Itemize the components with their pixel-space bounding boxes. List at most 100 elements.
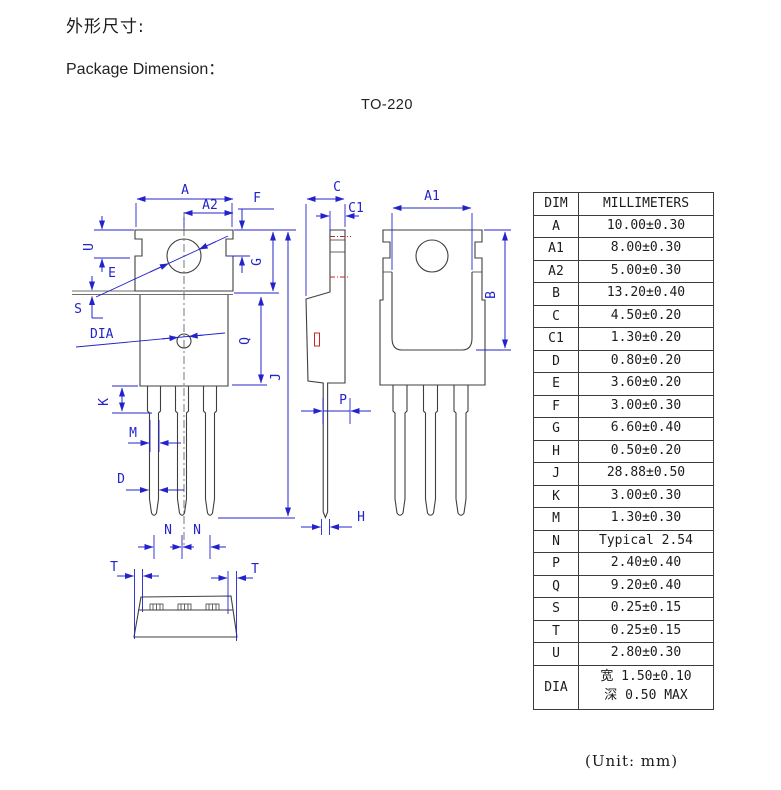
value-cell: 8.00±0.30 [578, 237, 714, 261]
dim-cell: J [533, 462, 579, 486]
dim-label-e: E [108, 266, 116, 281]
dim-label-d: D [117, 472, 125, 487]
value-cell: 13.20±0.40 [578, 282, 714, 306]
value-cell: 9.20±0.40 [578, 574, 714, 598]
dim-label-a1: A1 [424, 189, 440, 204]
value-cell: 10.00±0.30 [578, 214, 714, 238]
dim-cell: A2 [533, 259, 579, 283]
value-cell: 0.25±0.15 [578, 619, 714, 643]
dim-cell: C [533, 304, 579, 328]
table-header-row: DIM MILLIMETERS [533, 192, 714, 216]
dim-label-h: H [357, 510, 365, 525]
front-view: A A2 F U E G [72, 183, 296, 559]
dim-label-p: P [339, 393, 347, 408]
dim-cell: Q [533, 574, 579, 598]
package-name: TO-220 [361, 97, 413, 113]
dim-label-k: K [97, 398, 112, 406]
value-cell: 1.30±0.30 [578, 507, 714, 531]
dim-label-t2: T [251, 562, 259, 577]
value-cell: 28.88±0.50 [578, 462, 714, 486]
value-cell: 1.30±0.20 [578, 327, 714, 351]
dim-cell: A1 [533, 237, 579, 261]
value-cell: 6.60±0.40 [578, 417, 714, 441]
value-cell: 0.25±0.15 [578, 597, 714, 621]
dim-label-dia: DIA [90, 327, 114, 342]
dim-cell: C1 [533, 327, 579, 351]
dim-cell: B [533, 282, 579, 306]
value-cell: Typical 2.54 [578, 529, 714, 553]
dim-cell: DIA [533, 664, 579, 710]
dim-label-u: U [82, 243, 97, 251]
dim-label-j: J [269, 373, 284, 381]
dim-cell: G [533, 417, 579, 441]
value-cell: 0.50±0.20 [578, 439, 714, 463]
dim-label-q: Q [238, 337, 253, 345]
dim-label-f: F [253, 191, 261, 206]
col-header-dim: DIM [533, 192, 579, 216]
back-view: A1 B [379, 189, 511, 516]
dim-label-a2: A2 [202, 198, 218, 213]
dim-cell: A [533, 214, 579, 238]
value-cell: 3.00±0.30 [578, 394, 714, 418]
dim-cell: P [533, 552, 579, 576]
page-title-chinese: 外形尺寸: [66, 17, 145, 37]
value-cell: 0.80±0.20 [578, 349, 714, 373]
dim-label-a: A [181, 183, 189, 198]
dim-cell: K [533, 484, 579, 508]
dim-cell: N [533, 529, 579, 553]
dim-cell: E [533, 372, 579, 396]
value-cell: 3.00±0.30 [578, 484, 714, 508]
unit-note: (Unit: mm) [585, 752, 679, 770]
value-cell: 宽 1.50±0.10 深 0.50 MAX [578, 664, 714, 710]
value-cell: 2.80±0.30 [578, 642, 714, 666]
value-cell: 5.00±0.30 [578, 259, 714, 283]
dim-cell: S [533, 597, 579, 621]
page-title-english: Package Dimension： [66, 61, 225, 78]
dim-cell: T [533, 619, 579, 643]
value-cell: 2.40±0.40 [578, 552, 714, 576]
bottom-view: T T [110, 560, 259, 641]
dim-label-s: S [74, 302, 82, 317]
col-header-millimeters: MILLIMETERS [578, 192, 714, 216]
dim-cell: H [533, 439, 579, 463]
dim-label-n1: N [164, 523, 172, 538]
dim-cell: U [533, 642, 579, 666]
dim-cell: D [533, 349, 579, 373]
dim-label-m: M [129, 426, 137, 441]
dim-label-t1: T [110, 560, 118, 575]
dim-label-g: G [250, 258, 265, 266]
side-view: C C1 P H [301, 180, 371, 535]
dim-label-b: B [484, 291, 499, 299]
dim-cell: F [533, 394, 579, 418]
value-cell: 4.50±0.20 [578, 304, 714, 328]
dim-label-n2: N [193, 523, 201, 538]
dim-cell: M [533, 507, 579, 531]
value-cell: 3.60±0.20 [578, 372, 714, 396]
dim-label-c1: C1 [348, 201, 364, 216]
